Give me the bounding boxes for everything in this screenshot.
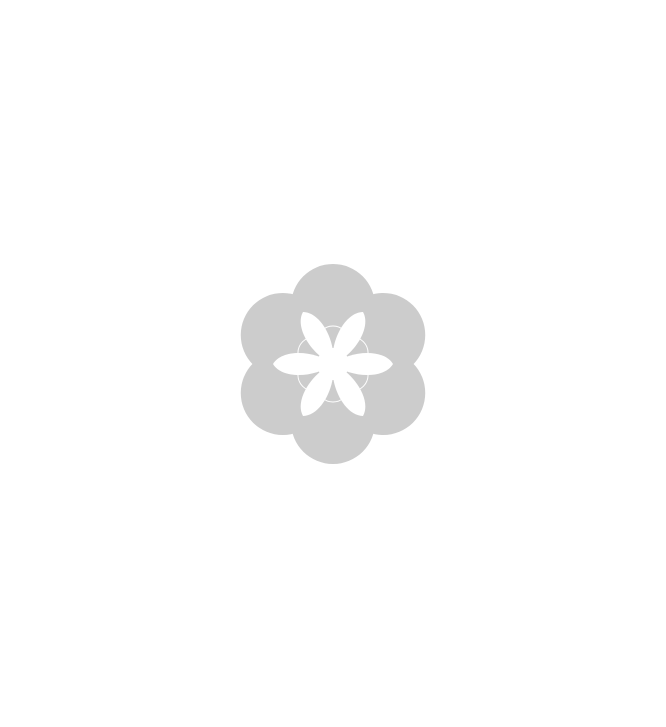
center-ring bbox=[297, 358, 331, 392]
center-ring bbox=[335, 358, 369, 392]
flower-center bbox=[329, 360, 337, 368]
center-ring bbox=[335, 336, 369, 370]
center-rings bbox=[297, 325, 369, 403]
center-ring bbox=[316, 325, 350, 359]
center-ring bbox=[316, 369, 350, 403]
center-ring bbox=[297, 336, 331, 370]
